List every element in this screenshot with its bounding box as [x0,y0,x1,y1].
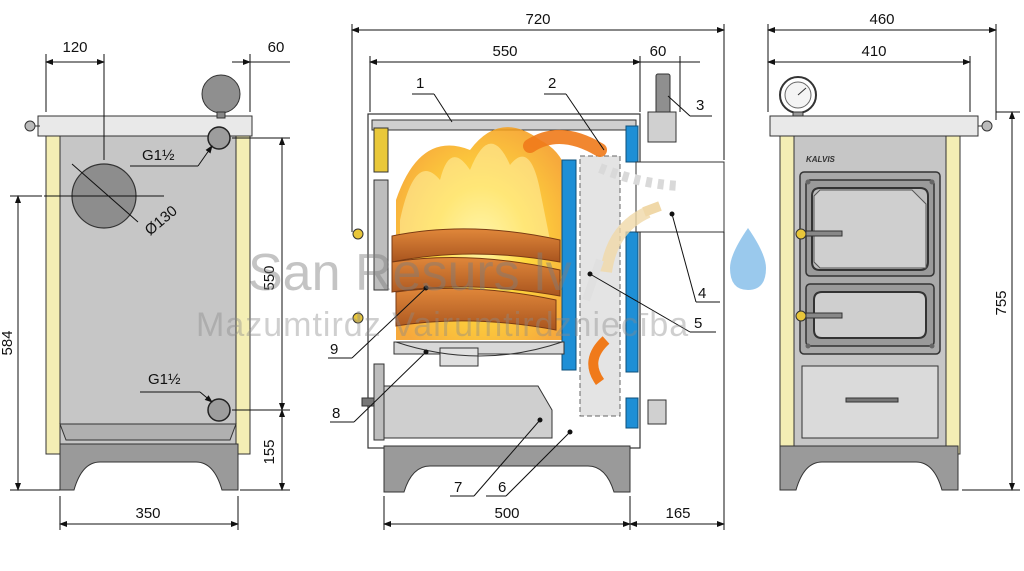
watermark-title: San Resurs lv [248,244,572,302]
dim-left-flue-height: 550 [261,265,278,290]
dim-center-total-width: 720 [525,11,550,28]
dim-left-width: 350 [135,505,160,522]
callout-7: 7 [454,479,462,496]
water-drop-icon [730,228,766,290]
section-view: 720 550 60 500 165 1 2 3 4 5 6 [328,11,725,530]
dim-right-total-width: 460 [869,11,894,28]
dim-center-base-width: 500 [494,505,519,522]
callout-6: 6 [498,479,506,496]
watermark-subtitle: Mazumtirdz Vairumtirdzniecība [196,306,689,344]
dim-left-total-height: 584 [0,330,16,355]
dim-center-flue-width: 60 [650,43,667,60]
dim-left-top-offset: 120 [62,39,87,56]
dim-left-top-right: 60 [268,39,285,56]
label-pipe-top: G1½ [142,147,175,164]
dim-right-total-height: 755 [993,290,1010,315]
front-view: KALVIS 460 410 755 [767,11,1020,491]
watermark: San Resurs lv Mazumtirdz Vairumtirdzniec… [196,228,766,344]
callout-2: 2 [548,75,556,92]
brand-logo: KALVIS [806,155,836,164]
callout-8: 8 [332,405,340,422]
callout-3: 3 [696,97,704,114]
dim-left-base-height: 155 [261,439,278,464]
dim-right-body-width: 410 [861,43,886,60]
callout-5: 5 [694,315,702,332]
callout-1: 1 [416,75,424,92]
left-view: 120 60 584 550 155 350 G1½ G1½ Ø130 [0,39,290,530]
dim-center-body-width: 550 [492,43,517,60]
callout-4: 4 [698,285,706,302]
callout-9: 9 [330,341,338,358]
dim-center-flue-depth: 165 [665,505,690,522]
label-pipe-bottom: G1½ [148,371,181,388]
